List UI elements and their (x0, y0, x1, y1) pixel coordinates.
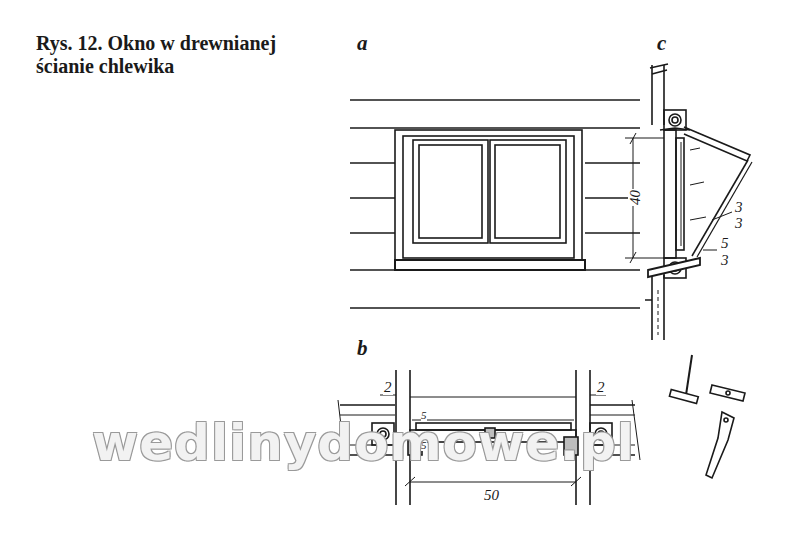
window-elevation (395, 130, 582, 260)
window-elevation (413, 140, 488, 243)
dimension-value: 2 (596, 380, 606, 395)
dimension-value: 3 (720, 253, 730, 268)
flap-and-strut (690, 148, 706, 220)
view-letter: a (357, 33, 368, 54)
dimension-line-40 (625, 133, 664, 263)
dimension-lines-plan (410, 397, 576, 398)
wall-siding (350, 127, 640, 129)
wall-section (645, 64, 686, 340)
window-elevation (395, 260, 585, 270)
window-elevation (419, 145, 482, 238)
flap-and-strut (684, 127, 750, 161)
wall-siding (350, 307, 640, 309)
wall-section (664, 110, 686, 130)
window-elevation (403, 136, 574, 258)
dimension-line-40 (625, 258, 664, 259)
dimension-lines-plan (405, 477, 581, 486)
window-elevation (495, 145, 560, 238)
dimension-value: 3 (734, 216, 744, 231)
wall-section (650, 64, 668, 74)
wall-siding (350, 162, 395, 164)
dimension-value: 3 (734, 200, 744, 215)
dimension-line-40 (625, 138, 664, 139)
tool-sketches (669, 389, 698, 403)
wall-siding (350, 100, 640, 308)
tool-sketches (706, 412, 734, 478)
wall-siding (585, 162, 640, 164)
wall-siding (350, 197, 395, 199)
wall-section (669, 114, 681, 126)
view-letter: c (657, 33, 666, 54)
watermark: wedlinydomowe.pl (92, 418, 635, 468)
window-section (676, 138, 684, 250)
wall-siding (350, 232, 395, 234)
window-elevation (490, 140, 566, 243)
flap-and-strut (697, 162, 752, 257)
flap-and-strut (692, 160, 748, 256)
leader-lines (703, 250, 717, 251)
window-section (681, 142, 682, 246)
tool-sketches (669, 355, 745, 478)
window-section (648, 258, 700, 277)
flap-and-strut (684, 127, 752, 257)
wall-siding (585, 232, 640, 234)
wall-siding (350, 99, 640, 101)
tool-sketches (726, 391, 730, 395)
window-elevation (395, 130, 585, 270)
tool-sketches (724, 418, 728, 422)
dimension-value: 40 (628, 189, 643, 206)
wall-section (652, 270, 664, 340)
view-letter: b (357, 338, 368, 359)
dimension-value: 5 (720, 236, 730, 251)
tool-sketches (710, 385, 745, 401)
wall-section (658, 290, 659, 335)
dimension-lines-plan (380, 395, 606, 396)
figure-title: Rys. 12. Okno w drewnianej ścianie chlew… (36, 32, 336, 78)
tool-sketches (686, 355, 692, 395)
dimension-lines-plan (410, 482, 576, 483)
window-section (664, 130, 676, 258)
dimension-value: 2 (383, 380, 393, 395)
dimension-value: 50 (483, 488, 500, 503)
wall-section (672, 117, 678, 123)
leader-lines (712, 212, 732, 220)
leader-lines (703, 212, 732, 250)
